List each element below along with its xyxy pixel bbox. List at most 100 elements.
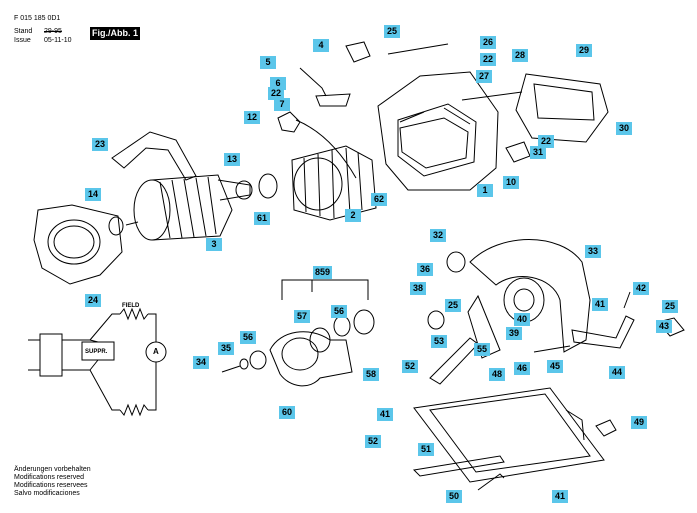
callout-43: 43 <box>656 320 672 333</box>
callout-62: 62 <box>371 193 387 206</box>
knob-49-drawing <box>595 419 617 437</box>
callout-22: 22 <box>480 53 496 66</box>
callout-45: 45 <box>547 360 563 373</box>
field-label: FIELD <box>122 303 140 309</box>
flange-57-drawing <box>309 327 331 353</box>
part-38-drawing <box>427 310 445 330</box>
callout-55: 55 <box>474 343 490 356</box>
callout-3: 3 <box>206 238 222 251</box>
callout-38: 38 <box>410 282 426 295</box>
callout-48: 48 <box>489 368 505 381</box>
callout-34: 34 <box>193 356 209 369</box>
callout-23: 23 <box>92 138 108 151</box>
doc-number: F 015 185 0D1 <box>14 15 61 22</box>
callout-52-b: 52 <box>365 435 381 448</box>
callout-56-b: 56 <box>240 331 256 344</box>
lever-44-drawing <box>571 315 635 349</box>
callout-6: 6 <box>270 77 286 90</box>
issue-date: 05-11-10 <box>44 37 72 44</box>
hex-key-drawing <box>477 473 505 491</box>
washer-35-drawing <box>239 358 249 370</box>
callout-31: 31 <box>530 146 546 159</box>
issue-label: Issue <box>14 37 31 44</box>
callout-25: 25 <box>384 25 400 38</box>
brush-drawing <box>277 111 301 133</box>
lower-guard-drawing <box>269 331 353 387</box>
callout-46: 46 <box>514 362 530 375</box>
callout-28: 28 <box>512 49 528 62</box>
callout-40: 40 <box>514 313 530 326</box>
callout-12: 12 <box>244 111 260 124</box>
callout-56: 56 <box>331 305 347 318</box>
callout-7: 7 <box>274 98 290 111</box>
callout-39: 39 <box>506 327 522 340</box>
wiring-diagram <box>28 307 167 417</box>
callout-30: 30 <box>616 122 632 135</box>
callout-22-c: 22 <box>538 135 554 148</box>
flange-58-drawing <box>353 309 375 335</box>
footer-line: Modifications reservees <box>14 482 88 489</box>
rip-fence-drawing <box>412 455 505 477</box>
stand-label: Stand <box>14 28 33 35</box>
callout-859: 859 <box>313 266 333 279</box>
callout-44: 44 <box>609 366 625 379</box>
base-plate-drawing <box>413 387 605 483</box>
guard-55-drawing <box>467 294 501 359</box>
switch-10-drawing <box>505 141 531 163</box>
callout-25-c: 25 <box>662 300 678 313</box>
callout-61: 61 <box>254 212 270 225</box>
callout-24: 24 <box>85 294 101 307</box>
callout-41-c: 41 <box>552 490 568 503</box>
wire-12 <box>295 119 357 179</box>
cap-4-drawing <box>345 41 371 63</box>
bearing-drawing <box>108 216 124 236</box>
rod-28-drawing <box>461 91 523 101</box>
callout-4: 4 <box>313 39 329 52</box>
callout-41-b: 41 <box>377 408 393 421</box>
washer-56-drawing <box>333 315 351 337</box>
callout-5: 5 <box>260 56 276 69</box>
callout-1: 1 <box>477 184 493 197</box>
callout-33: 33 <box>585 245 601 258</box>
screw-34-drawing <box>221 365 241 373</box>
callout-10: 10 <box>503 176 519 189</box>
switch-7-drawing <box>315 93 351 107</box>
callout-41: 41 <box>592 298 608 311</box>
armature-label: A <box>153 347 159 356</box>
stand-date: 29-95 <box>44 28 62 35</box>
screw-42-drawing <box>623 291 631 309</box>
footer-line: Änderungen vorbehalten <box>14 466 91 473</box>
footer-notes: Änderungen vorbehalten Modifications res… <box>14 466 91 498</box>
pin-45-drawing <box>533 345 571 353</box>
ring-61-drawing <box>258 173 278 199</box>
part-32-drawing <box>446 251 466 273</box>
suppressor-label: SUPPR. <box>85 349 108 355</box>
footer-line: Salvo modificaciones <box>14 490 80 497</box>
callout-51: 51 <box>418 443 434 456</box>
callout-58: 58 <box>363 368 379 381</box>
callout-35: 35 <box>218 342 234 355</box>
callout-36: 36 <box>417 263 433 276</box>
callout-26: 26 <box>480 36 496 49</box>
handle-drawing <box>111 131 197 181</box>
lever-5-drawing <box>299 67 327 97</box>
callout-14: 14 <box>85 188 101 201</box>
end-cover-drawing <box>515 73 609 143</box>
washer-56l-drawing <box>249 350 267 370</box>
screw-26-drawing <box>387 43 449 55</box>
armature-drawing <box>125 174 251 241</box>
callout-57: 57 <box>294 310 310 323</box>
callout-49: 49 <box>631 416 647 429</box>
motor-housing-drawing <box>377 71 499 191</box>
guard-plate-drawing <box>33 204 123 285</box>
callout-53: 53 <box>431 335 447 348</box>
field-coil-drawing <box>291 145 377 221</box>
callout-42: 42 <box>633 282 649 295</box>
callout-50: 50 <box>446 490 462 503</box>
footer-line: Modifications reserved <box>14 474 85 481</box>
callout-2: 2 <box>345 209 361 222</box>
callout-32: 32 <box>430 229 446 242</box>
callout-27: 27 <box>476 70 492 83</box>
callout-60: 60 <box>279 406 295 419</box>
